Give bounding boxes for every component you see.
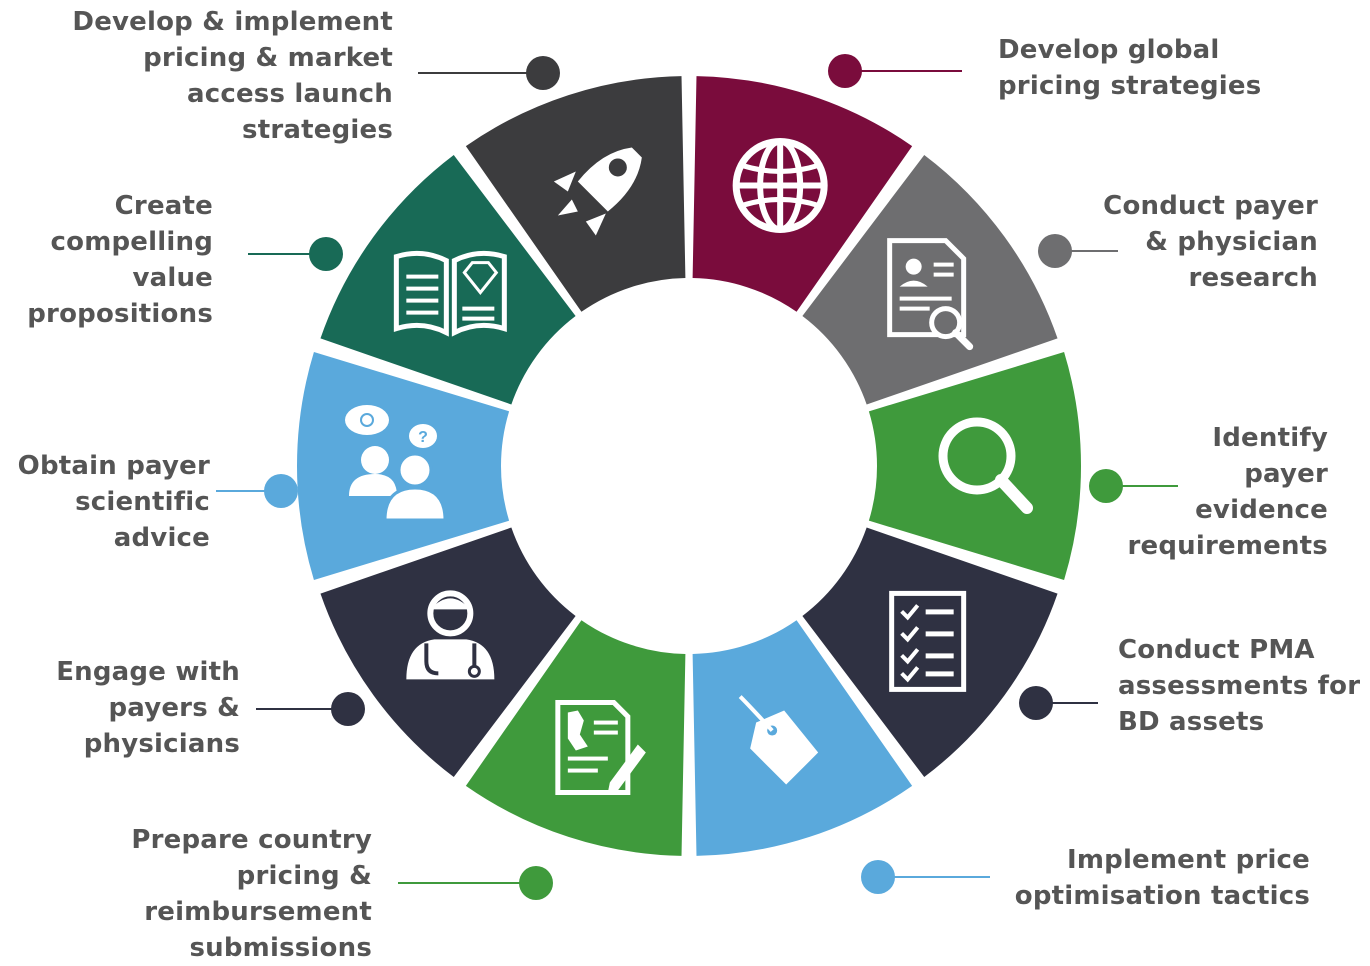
label-payer-evidence: Identify payer evidence requirements bbox=[1128, 420, 1329, 564]
globe-icon bbox=[732, 137, 828, 233]
segment-payer-evidence bbox=[868, 352, 1081, 580]
label-line: Develop & implement bbox=[72, 7, 393, 37]
label-line: access launch bbox=[186, 79, 393, 109]
magnifying-glass-icon bbox=[938, 417, 1033, 514]
label-line: Obtain payer bbox=[17, 451, 210, 481]
label-develop-global: Develop global pricing strategies bbox=[998, 32, 1261, 104]
connector-dot-payer-evidence bbox=[1089, 469, 1123, 503]
connector-dot-develop-global bbox=[828, 54, 862, 88]
label-value-propositions: Create compelling value propositions bbox=[27, 188, 213, 332]
label-line: Create bbox=[114, 191, 213, 221]
price-tag-icon bbox=[738, 695, 819, 785]
label-line: Develop global bbox=[998, 35, 1220, 65]
label-line: submissions bbox=[189, 933, 372, 963]
people-speech-bubbles-icon: ? bbox=[345, 405, 447, 522]
label-line: BD assets bbox=[1118, 707, 1265, 737]
label-line: Engage with bbox=[56, 657, 240, 687]
label-line: reimbursement bbox=[144, 897, 372, 927]
label-line: Identify bbox=[1212, 423, 1328, 453]
label-line: requirements bbox=[1127, 531, 1328, 561]
label-line: Conduct PMA bbox=[1118, 635, 1315, 665]
segment-launch-strategies bbox=[465, 76, 686, 312]
label-line: Implement price bbox=[1066, 845, 1310, 875]
label-line: optimisation tactics bbox=[1014, 881, 1310, 911]
label-country-submissions: Prepare country pricing & reimbursement sub… bbox=[131, 822, 372, 966]
checklist-icon bbox=[889, 590, 967, 692]
label-line: payers & bbox=[108, 693, 240, 723]
label-price-optimisation: Implement price optimisation tactics bbox=[1015, 842, 1310, 914]
label-line: research bbox=[1188, 263, 1318, 293]
connector-dot-pma-assessments bbox=[1019, 686, 1053, 720]
label-line: payer bbox=[1244, 459, 1328, 489]
open-book-diamond-icon bbox=[393, 250, 507, 337]
connector-dot-value-propositions bbox=[309, 237, 343, 271]
label-line: value bbox=[132, 263, 213, 293]
segment-payer-physician-research bbox=[802, 154, 1058, 405]
label-line: physicians bbox=[83, 729, 240, 759]
connector-dot-payer-physician-research bbox=[1038, 234, 1072, 268]
rocket-icon bbox=[553, 147, 642, 236]
connector-dot-launch-strategies bbox=[526, 56, 560, 90]
doctor-stethoscope-icon bbox=[406, 590, 495, 680]
label-line: & physician bbox=[1145, 227, 1318, 257]
label-line: evidence bbox=[1195, 495, 1328, 525]
connector-dot-price-optimisation bbox=[861, 860, 895, 894]
svg-text:?: ? bbox=[418, 429, 428, 446]
connector-dot-engage-payers bbox=[331, 692, 365, 726]
label-line: strategies bbox=[242, 115, 393, 145]
segment-pma-assessments bbox=[802, 527, 1058, 778]
connector-dot-country-submissions bbox=[519, 866, 553, 900]
label-line: compelling bbox=[50, 227, 213, 257]
label-payer-physician-research: Conduct payer & physician research bbox=[1103, 188, 1318, 296]
label-line: Conduct payer bbox=[1103, 191, 1318, 221]
label-launch-strategies: Develop & implement pricing & market acces… bbox=[72, 4, 393, 148]
label-engage-payers: Engage with payers & physicians bbox=[56, 654, 240, 762]
label-line: pricing & market bbox=[143, 43, 393, 73]
label-line: pricing & bbox=[236, 861, 372, 891]
label-line: pricing strategies bbox=[998, 71, 1262, 101]
label-line: propositions bbox=[27, 299, 213, 329]
label-line: assessments for bbox=[1118, 671, 1361, 701]
label-line: Prepare country bbox=[131, 825, 372, 855]
connector-dot-scientific-advice bbox=[264, 474, 298, 508]
profile-document-magnifier-icon bbox=[887, 238, 974, 351]
label-scientific-advice: Obtain payer scientific advice bbox=[18, 448, 210, 556]
map-document-pen-icon bbox=[555, 700, 646, 796]
label-pma-assessments: Conduct PMA assessments for BD assets bbox=[1118, 632, 1360, 740]
label-line: scientific bbox=[75, 487, 210, 517]
label-line: advice bbox=[113, 523, 210, 553]
